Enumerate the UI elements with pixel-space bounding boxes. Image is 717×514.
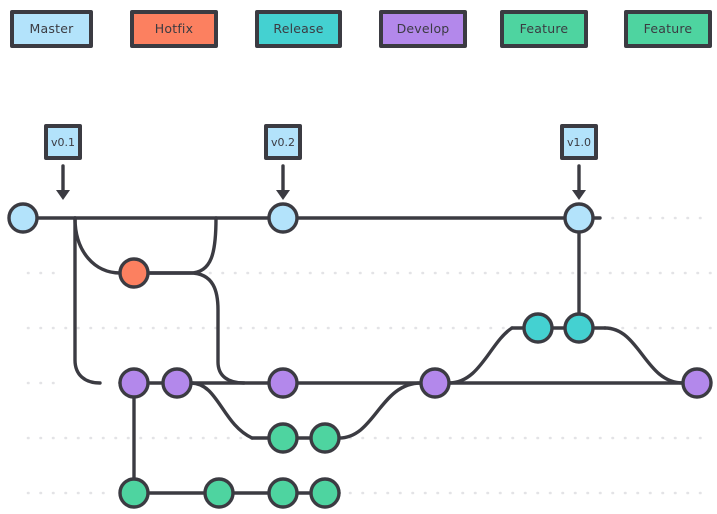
tag-arrow-head-icon [276,190,290,200]
commit-feature2-4-circle[interactable] [309,477,341,509]
commit-hotfix-1[interactable] [118,257,150,289]
legend-item-hotfix-1[interactable]: Hotfix [130,10,218,48]
commit-release-2-circle[interactable] [563,312,595,344]
legend-item-develop-3[interactable]: Develop [379,10,467,48]
commit-master-v0-1[interactable] [7,202,39,234]
commit-feature1-2[interactable] [309,422,341,454]
edge-develop-to-release [447,326,514,385]
lane-rails [26,216,714,495]
version-tag-label: v0.2 [270,135,295,149]
commit-develop-5[interactable] [681,367,713,399]
legend-item-label: Feature [519,20,569,36]
commit-release-1[interactable] [522,312,554,344]
commit-develop-1[interactable] [118,367,150,399]
legend-item-label: Hotfix [154,20,194,36]
tag-arrow-head-icon [56,190,70,200]
commit-develop-2[interactable] [161,367,193,399]
version-tag-label: v1.0 [566,135,591,149]
commit-feature2-2-circle[interactable] [203,477,235,509]
legend-item-master-0[interactable]: Master [10,10,93,48]
commit-develop-5-circle[interactable] [681,367,713,399]
version-tag-v0-1[interactable]: v0.1 [44,124,82,160]
legend-item-release-2[interactable]: Release [255,10,342,48]
commit-release-1-circle[interactable] [522,312,554,344]
legend: Master Hotfix Release Develop Feature Feature [0,0,717,60]
edge-master-to-hotfix-branch [73,216,122,275]
commit-feature1-1[interactable] [267,422,299,454]
legend-item-label: Release [273,20,324,36]
commit-develop-3-circle[interactable] [267,367,299,399]
commit-nodes [7,202,713,509]
legend-item-label: Develop [396,20,450,36]
edge-hotfix-to-develop [146,271,246,385]
legend-item-feature-5[interactable]: Feature [624,10,712,48]
commit-feature2-1-circle[interactable] [118,477,150,509]
edge-hotfix-to-master-merge [146,216,218,275]
tag-arrows [56,164,586,200]
commit-feature2-4[interactable] [309,477,341,509]
commit-hotfix-1-circle[interactable] [118,257,150,289]
legend-item-feature-4[interactable]: Feature [500,10,588,48]
legend-item-label: Feature [643,20,693,36]
commit-feature1-1-circle[interactable] [267,422,299,454]
commit-develop-2-circle[interactable] [161,367,193,399]
commit-feature2-1[interactable] [118,477,150,509]
commit-master-v0-2-circle[interactable] [267,202,299,234]
commit-feature2-2[interactable] [203,477,235,509]
tag-arrow-head-icon [572,190,586,200]
commit-master-v1-0-circle[interactable] [563,202,595,234]
commit-develop-3[interactable] [267,367,299,399]
edge-release-to-develop [603,326,685,385]
commit-develop-4[interactable] [419,367,451,399]
commit-release-2[interactable] [563,312,595,344]
edge-feature1-to-develop [337,381,423,440]
version-tag-v1-0[interactable]: v1.0 [560,124,598,160]
commit-develop-1-circle[interactable] [118,367,150,399]
commit-feature2-3[interactable] [267,477,299,509]
commit-master-v0-2[interactable] [267,202,299,234]
commit-feature1-2-circle[interactable] [309,422,341,454]
commit-feature2-3-circle[interactable] [267,477,299,509]
legend-item-label: Master [29,20,74,36]
commit-develop-4-circle[interactable] [419,367,451,399]
commit-master-v1-0[interactable] [563,202,595,234]
edge-develop-to-feature1 [189,381,254,440]
branch-edges [21,216,699,495]
version-tag-label: v0.1 [50,135,75,149]
commit-master-v0-1-circle[interactable] [7,202,39,234]
version-tag-v0-2[interactable]: v0.2 [264,124,302,160]
edge-hotfix-spine-down [73,216,102,385]
